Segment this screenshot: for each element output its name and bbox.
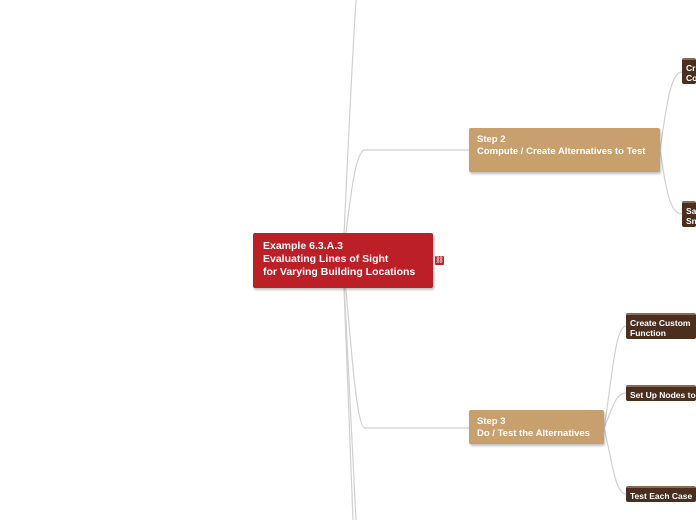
step3-text: Do / Test the Alternatives — [477, 427, 590, 439]
connector-step2-leaf1 — [659, 71, 683, 151]
root-line-3: for Varying Building Locations — [263, 266, 416, 278]
connector-bottom-2 — [342, 261, 357, 520]
root-line-1: Example 6.3.A.3 — [263, 240, 343, 252]
step3-leaf-1-line-2: Function — [630, 328, 666, 338]
link-icon[interactable]: ⛓ — [435, 256, 444, 265]
step2-title: Step 2 — [477, 134, 506, 145]
step2-leaf-1-line-2: Co — [686, 73, 696, 83]
step3-leaf-3-line-1: Test Each Case — [630, 491, 693, 501]
step2-leaf-2-line-1: Sa — [686, 206, 696, 216]
connector-step2-leaf2 — [659, 149, 683, 215]
step3-leaf-1[interactable]: Create Custom Function — [626, 313, 696, 339]
root-line-2: Evaluating Lines of Sight — [263, 253, 389, 265]
step3-leaf-2-line-1: Set Up Nodes to — [630, 390, 696, 400]
step2-topic[interactable]: Step 2 Compute / Create Alternatives to … — [469, 128, 660, 172]
step3-leaf-1-line-1: Create Custom — [630, 318, 691, 328]
step3-leaf-3[interactable]: Test Each Case — [626, 486, 696, 502]
connector-step3-leaf2 — [603, 392, 627, 429]
step2-leaf-1-line-1: Cr — [686, 63, 696, 73]
step2-leaf-1[interactable]: Cr Co — [682, 58, 696, 84]
connector-top — [342, 0, 357, 256]
step3-topic[interactable]: Step 3 Do / Test the Alternatives — [469, 410, 604, 444]
connector-step3-leaf3 — [603, 427, 627, 495]
step2-text: Compute / Create Alternatives to Test — [477, 145, 646, 157]
connector-step3-leaf1 — [603, 325, 627, 429]
root-topic[interactable]: Example 6.3.A.3 Evaluating Lines of Sigh… — [253, 233, 433, 288]
step2-leaf-2[interactable]: Sa Sn — [682, 201, 696, 227]
step3-title: Step 3 — [477, 416, 506, 427]
step3-leaf-2[interactable]: Set Up Nodes to — [626, 385, 696, 401]
step2-leaf-2-line-2: Sn — [686, 216, 696, 226]
